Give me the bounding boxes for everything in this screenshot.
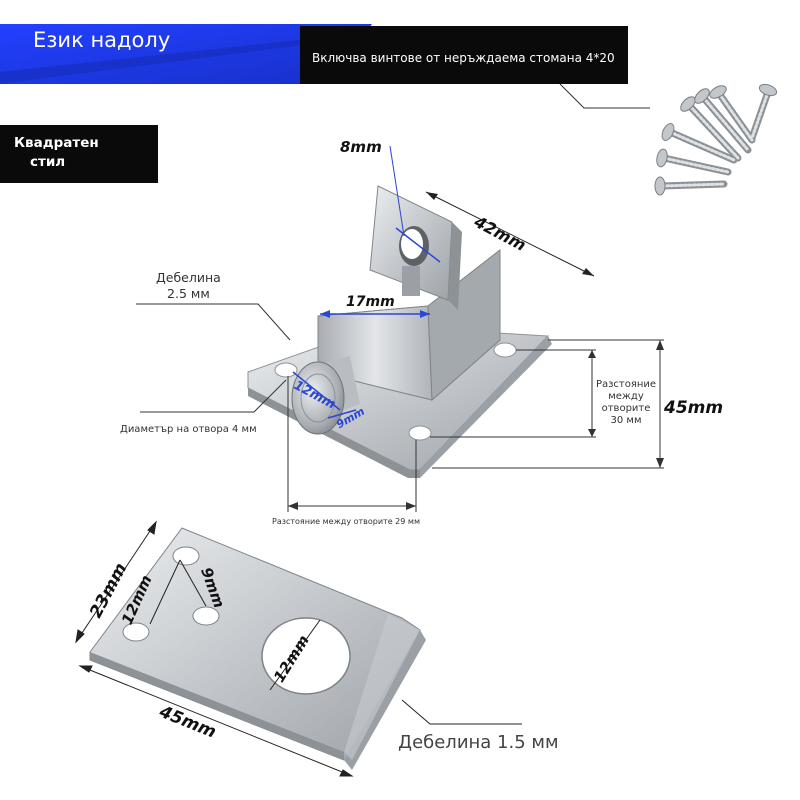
tab-width-dimension: 8mm	[340, 138, 382, 156]
hole-spacing-horizontal-label: Разстояние между отворите 29 мм	[272, 517, 420, 526]
bolt-height-dimension: 45mm	[664, 398, 724, 418]
plate-dimension-lines	[75, 520, 522, 777]
thickness-label-line1: Дебелина	[156, 270, 221, 285]
strike-plate	[89, 527, 426, 770]
plate-thickness-label: Дебелина 1.5 мм	[398, 732, 559, 753]
screws-leader	[559, 83, 650, 109]
hole-spacing-vertical-line4: 30 мм	[610, 415, 642, 426]
style-label: Квадратен стил	[14, 134, 99, 172]
style-label-line1: Квадратен	[14, 135, 99, 151]
style-label-line2: стил	[30, 154, 66, 170]
latch-bolt	[247, 185, 552, 478]
body-width-dimension: 17mm	[346, 294, 395, 310]
hole-spacing-vertical-line3: отворите	[601, 403, 651, 414]
screws-illustration	[654, 83, 778, 196]
style-label-box	[0, 125, 158, 183]
bolt-handle-tab	[369, 185, 462, 310]
screws-note: Включва винтове от неръждаема стомана 4*…	[312, 51, 615, 65]
hole-diameter-label: Диаметър на отвора 4 мм	[120, 424, 257, 435]
thickness-label-line2: 2.5 мм	[167, 286, 210, 301]
page-title: Език надолу	[33, 28, 171, 52]
thickness-label: Дебелина 2.5 мм	[156, 270, 221, 302]
screws-note-bar	[300, 26, 628, 84]
bolt-pin	[291, 356, 360, 435]
hole-spacing-vertical-line1: Разстояние	[595, 379, 657, 390]
hole-spacing-vertical-label: Разстояние между отворите 30 мм	[594, 379, 658, 427]
header-banner	[0, 24, 372, 84]
hole-spacing-vertical-line2: между	[608, 391, 644, 402]
bolt-dimension-lines	[136, 145, 664, 512]
